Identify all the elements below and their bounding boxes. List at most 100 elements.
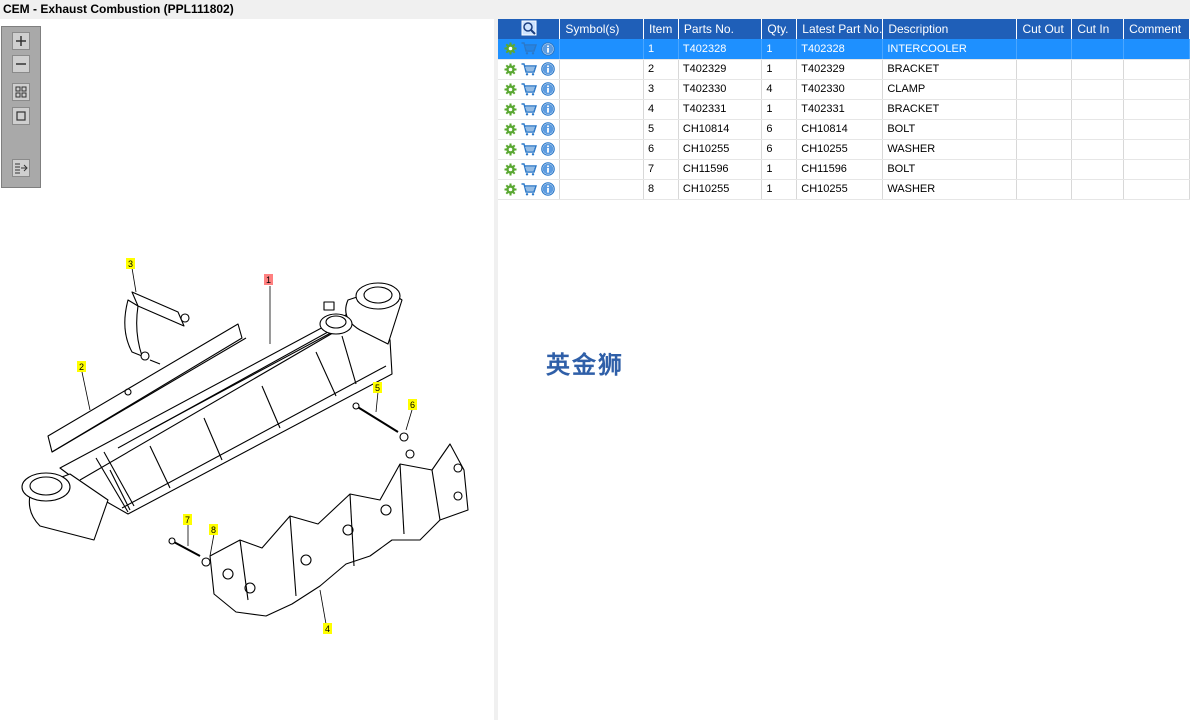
gear-icon[interactable]	[504, 143, 517, 156]
table-row[interactable]: 5 CH10814 6 CH10814 BOLT	[498, 119, 1190, 140]
callout-3-label: 3	[128, 259, 133, 269]
actual-size-button[interactable]	[12, 107, 30, 125]
callout-2-label: 2	[79, 362, 84, 372]
column-header-description[interactable]: Description	[882, 19, 1018, 39]
callout-1[interactable]	[264, 274, 273, 285]
column-header-cut-in[interactable]: Cut In	[1071, 19, 1125, 39]
callout-6[interactable]	[408, 399, 417, 410]
window-title: CEM - Exhaust Combustion (PPL111802)	[0, 0, 1190, 19]
cell-description: BRACKET	[882, 99, 1018, 120]
column-header-cut-out[interactable]: Cut Out	[1016, 19, 1073, 39]
info-icon[interactable]	[541, 182, 555, 196]
cell-qty: 4	[761, 79, 798, 100]
info-icon[interactable]	[541, 102, 555, 116]
gear-icon[interactable]	[504, 183, 517, 196]
cell-item: 2	[643, 59, 679, 80]
table-row[interactable]: 8 CH10255 1 CH10255 WASHER	[498, 179, 1190, 200]
cell-comment	[1123, 119, 1190, 140]
cell-symbols	[559, 139, 644, 160]
table-row[interactable]: 6 CH10255 6 CH10255 WASHER	[498, 139, 1190, 160]
gear-icon[interactable]	[504, 63, 517, 76]
callout-3[interactable]	[126, 258, 135, 269]
cell-comment	[1123, 179, 1190, 200]
cell-cut-in	[1071, 179, 1125, 200]
zoom-in-button[interactable]	[12, 32, 30, 50]
parts-list-pane: Symbol(s) Item Parts No. Qty. Latest Par…	[498, 19, 1190, 720]
cell-cut-in	[1071, 139, 1125, 160]
export-list-icon	[15, 163, 28, 174]
cell-description: WASHER	[882, 179, 1018, 200]
shopping-cart-icon[interactable]	[521, 162, 537, 176]
gear-icon[interactable]	[504, 83, 517, 96]
cell-description: CLAMP	[882, 79, 1018, 100]
info-icon[interactable]	[541, 41, 555, 56]
table-row[interactable]: 7 CH11596 1 CH11596 BOLT	[498, 159, 1190, 180]
shopping-cart-icon[interactable]	[521, 62, 537, 76]
cell-comment	[1123, 39, 1190, 60]
info-icon[interactable]	[541, 122, 555, 136]
info-icon[interactable]	[541, 62, 555, 76]
column-header-latest-part-no[interactable]: Latest Part No.	[796, 19, 884, 39]
cell-item: 7	[643, 159, 679, 180]
shopping-cart-icon[interactable]	[521, 82, 537, 96]
exploded-diagram: 1 2 3 4 5 6 7 8	[21, 258, 469, 634]
gear-icon[interactable]	[504, 123, 517, 136]
cell-cut-out	[1016, 59, 1073, 80]
shopping-cart-icon[interactable]	[521, 182, 537, 196]
shopping-cart-icon[interactable]	[521, 102, 537, 116]
table-row[interactable]: 3 T402330 4 T402330 CLAMP	[498, 79, 1190, 100]
column-header-parts-no[interactable]: Parts No.	[678, 19, 763, 39]
cell-cut-in	[1071, 79, 1125, 100]
cell-cut-out	[1016, 119, 1073, 140]
info-icon[interactable]	[541, 142, 555, 156]
zoom-out-icon	[16, 63, 26, 65]
gear-icon[interactable]	[504, 103, 517, 116]
callout-7[interactable]	[183, 514, 192, 525]
shopping-cart-icon[interactable]	[521, 142, 537, 156]
cell-cut-in	[1071, 99, 1125, 120]
table-row[interactable]: 4 T402331 1 T402331 BRACKET	[498, 99, 1190, 120]
cell-description: BOLT	[882, 159, 1018, 180]
callout-7-label: 7	[185, 515, 190, 525]
cell-latest-part-no: T402329	[796, 59, 884, 80]
fit-button[interactable]	[12, 83, 30, 101]
callout-5[interactable]	[373, 382, 382, 393]
cell-latest-part-no: CH10255	[796, 179, 884, 200]
cell-cut-out	[1016, 139, 1073, 160]
gear-icon[interactable]	[504, 42, 517, 55]
cell-comment	[1123, 59, 1190, 80]
callout-2[interactable]	[77, 361, 86, 372]
column-header-symbols[interactable]: Symbol(s)	[559, 19, 644, 39]
column-header-comment[interactable]: Comment	[1123, 19, 1190, 39]
cell-cut-out	[1016, 159, 1073, 180]
cell-comment	[1123, 159, 1190, 180]
pane-splitter[interactable]	[494, 19, 498, 720]
diagram-pane[interactable]: 1 2 3 4 5 6 7 8	[0, 19, 494, 720]
column-header-item[interactable]: Item	[643, 19, 679, 39]
export-list-button[interactable]	[12, 159, 30, 177]
cell-qty: 6	[761, 119, 798, 140]
callout-4[interactable]	[323, 623, 332, 634]
cell-parts-no: CH10255	[678, 179, 763, 200]
cell-comment	[1123, 79, 1190, 100]
shopping-cart-icon[interactable]	[521, 42, 537, 55]
table-row[interactable]: 2 T402329 1 T402329 BRACKET	[498, 59, 1190, 80]
cell-item: 1	[643, 39, 679, 60]
callout-8[interactable]	[209, 524, 218, 535]
cell-cut-out	[1016, 39, 1073, 60]
callout-1-label: 1	[266, 275, 271, 285]
cell-symbols	[559, 99, 644, 120]
cell-parts-no: CH10255	[678, 139, 763, 160]
info-icon[interactable]	[541, 162, 555, 176]
zoom-in-icon	[16, 36, 26, 46]
column-header-actions[interactable]	[498, 19, 561, 39]
zoom-out-button[interactable]	[12, 55, 30, 73]
gear-icon[interactable]	[504, 163, 517, 176]
column-header-qty[interactable]: Qty.	[761, 19, 798, 39]
cell-latest-part-no: CH10255	[796, 139, 884, 160]
table-row[interactable]: 1 T402328 1 T402328 INTERCOOLER	[498, 39, 1190, 60]
shopping-cart-icon[interactable]	[521, 122, 537, 136]
info-icon[interactable]	[541, 82, 555, 96]
table-header-row: Symbol(s) Item Parts No. Qty. Latest Par…	[498, 19, 1190, 39]
cell-qty: 1	[761, 59, 798, 80]
